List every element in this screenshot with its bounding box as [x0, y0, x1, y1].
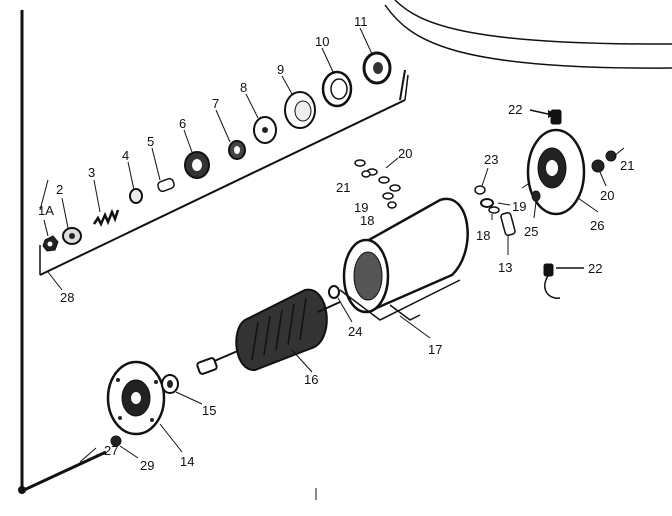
bearing-24: [328, 285, 340, 299]
callout-label: 18: [360, 213, 374, 228]
insulator-23: [474, 185, 486, 195]
callout-label: 3: [88, 165, 95, 180]
callout-label: 13: [498, 260, 512, 275]
callout-label: 2: [56, 182, 63, 197]
callout-label: 10: [315, 34, 329, 49]
callout-label: 7: [212, 96, 219, 111]
callout-label: 17: [428, 342, 442, 357]
cup-10: [321, 70, 353, 108]
callout-label: 11: [354, 14, 368, 29]
callout-label: 19: [512, 199, 526, 214]
callout-label: 22: [588, 261, 602, 276]
callout-label: 6: [179, 116, 186, 131]
callout-label: 8: [240, 80, 247, 95]
scan-frame-lines: [20, 0, 672, 500]
callout-label: 21: [620, 158, 634, 173]
through-bolt-27: [18, 450, 107, 494]
nut-21-right: [605, 150, 617, 162]
callout-label: 1A: [38, 203, 54, 218]
drive-assembly-bracket: [39, 74, 409, 276]
callout-label: 26: [590, 218, 604, 233]
callout-label: 29: [140, 458, 154, 473]
callout-label: 23: [484, 152, 498, 167]
washer-8: [253, 116, 277, 144]
callout-label: 24: [348, 324, 362, 339]
spring-3: [92, 208, 120, 227]
end-plate-14: [106, 360, 166, 436]
callout-label: 19: [354, 200, 368, 215]
washer-4: [129, 188, 143, 204]
armature-16: [196, 288, 341, 375]
callout-label: 27: [104, 443, 118, 458]
terminal-bolt-13: [500, 212, 516, 236]
callout-label: 5: [147, 134, 154, 149]
cup-9: [284, 91, 316, 129]
callout-label: 25: [524, 224, 538, 239]
callout-label: 4: [122, 148, 129, 163]
washer-15: [161, 374, 179, 394]
callout-label: 22: [508, 102, 522, 117]
washers-stack-20-21: [354, 159, 401, 192]
washer-19-18-right: [480, 198, 500, 214]
brush-22-top: [529, 109, 562, 125]
nut-29: [110, 435, 122, 447]
callout-label: 18: [476, 228, 490, 243]
sleeve-5: [157, 177, 175, 193]
washer-19-18-left: [382, 192, 397, 209]
washer-2: [62, 227, 82, 245]
callout-label: 14: [180, 454, 194, 469]
pinion-gear-6: [184, 151, 210, 179]
motor-housing-17: [339, 197, 469, 321]
callout-labels: 1A 2 3 4 5 6 7 8 9 10 11 28 22 23 20 21 …: [38, 14, 634, 473]
callout-label: 20: [398, 146, 412, 161]
nut-1a: [42, 235, 59, 252]
clip-25: [521, 183, 541, 202]
callout-label: 21: [336, 180, 350, 195]
retainer-11: [362, 51, 392, 85]
callout-label: 9: [277, 62, 284, 77]
leader-lines: [43, 27, 625, 463]
drive-nut-7: [228, 140, 246, 160]
callout-label: 16: [304, 372, 318, 387]
callout-label: 15: [202, 403, 216, 418]
callout-label: 20: [600, 188, 614, 203]
end-cap-26: [526, 128, 586, 216]
callout-label: 28: [60, 290, 74, 305]
nut-20-right: [591, 159, 605, 173]
brush-22-bottom: [543, 263, 584, 299]
